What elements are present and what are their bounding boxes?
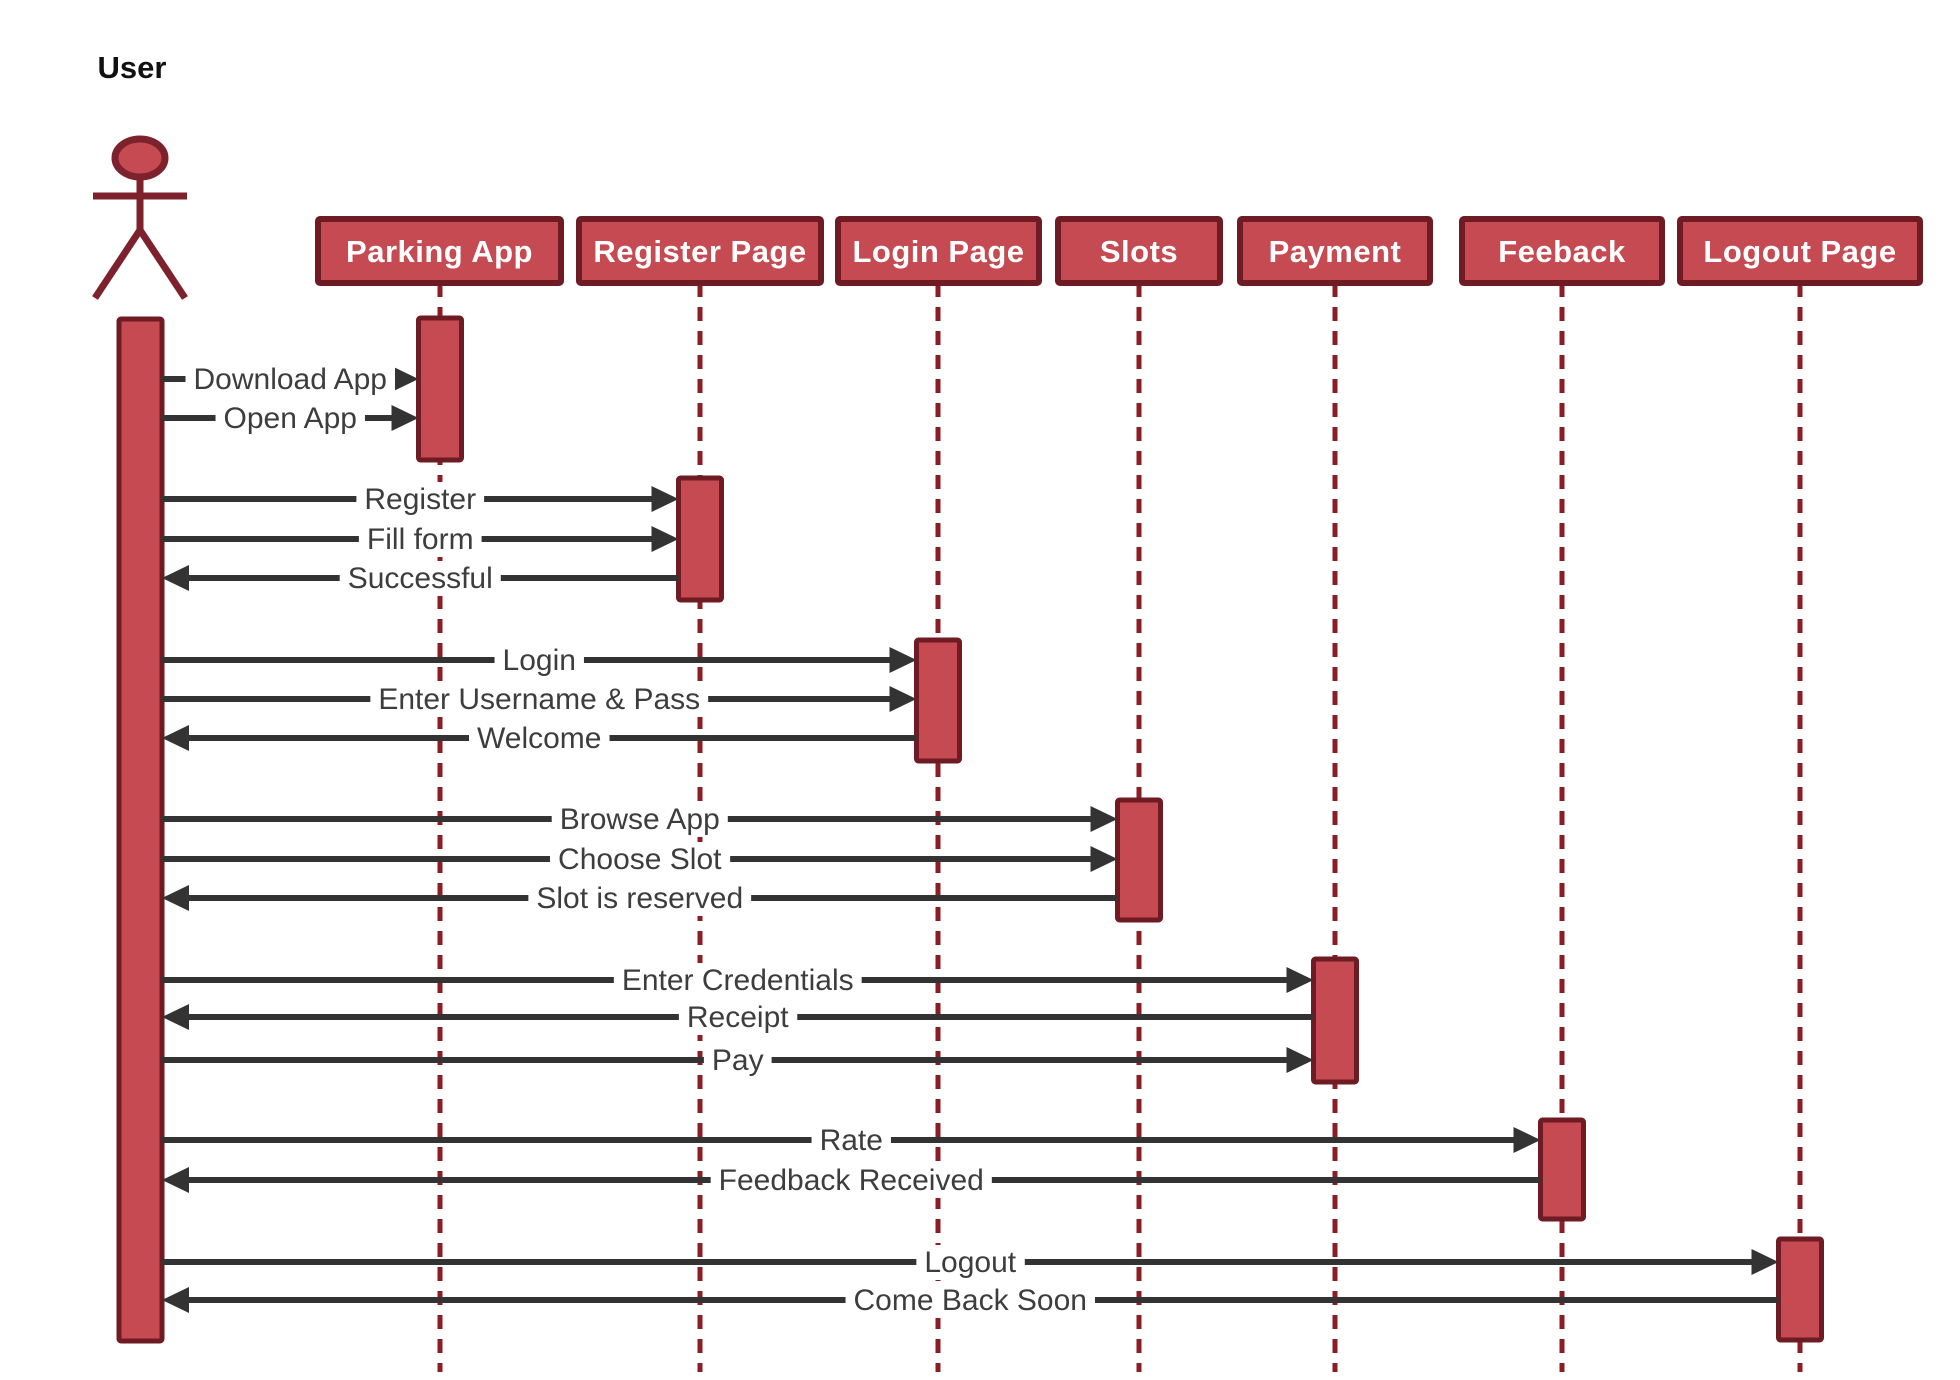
message-label-background	[356, 482, 485, 517]
arrowhead-right-icon	[1513, 1127, 1541, 1153]
arrowhead-right-icon	[1751, 1249, 1779, 1275]
lifelines-layer	[437, 283, 1803, 1372]
message-label: Successful	[348, 562, 493, 595]
lifeline-header-register-page	[576, 216, 824, 286]
message-label: Browse App	[560, 803, 720, 836]
activation-bars-layer	[116, 315, 1824, 1344]
arrowhead-right-icon	[889, 647, 917, 673]
arrowhead-right-icon	[1286, 967, 1314, 993]
message-label: Receipt	[687, 1001, 789, 1034]
activation-bar-slots	[1115, 797, 1163, 923]
message-label: Fill form	[367, 523, 474, 556]
message-label-background	[358, 522, 482, 557]
arrowhead-right-icon	[1090, 846, 1118, 872]
arrowhead-left-icon	[162, 885, 189, 911]
message-label: Enter Credentials	[622, 964, 854, 997]
arrowhead-right-icon	[889, 686, 917, 712]
message-label: Choose Slot	[558, 843, 722, 876]
lifeline-header-parking-app	[315, 216, 564, 286]
arrowhead-left-icon	[162, 1004, 189, 1030]
message-label-background	[550, 842, 731, 877]
lifeline-header-label-payment: Payment	[1269, 234, 1402, 269]
message-label-background	[185, 362, 395, 397]
activation-bar-login-page	[914, 637, 962, 764]
activation-bar-feeback	[1538, 1117, 1586, 1222]
message-label: Enter Username & Pass	[378, 683, 700, 716]
lifeline-header-login-page	[835, 216, 1042, 286]
lifeline-header-payment	[1237, 216, 1433, 286]
message-label-background	[215, 401, 365, 436]
arrowhead-right-icon	[651, 486, 679, 512]
message-label: Download App	[194, 363, 387, 396]
actor-label: User	[98, 50, 167, 85]
message-label-background	[469, 721, 610, 756]
message-label-background	[370, 682, 709, 717]
arrowhead-right-icon	[1286, 1047, 1314, 1073]
lifeline-header-label-register-page: Register Page	[593, 234, 806, 269]
message-label: Rate	[820, 1124, 883, 1157]
arrowhead-right-icon	[391, 405, 419, 431]
arrowhead-left-icon	[162, 725, 189, 751]
message-label-background	[613, 963, 862, 998]
message-label: Register	[364, 483, 476, 516]
lifeline-header-logout-page	[1677, 216, 1923, 286]
message-label-background	[528, 881, 752, 916]
user-activation-bar	[116, 316, 165, 1344]
message-label-background	[678, 1000, 798, 1035]
message-label: Come Back Soon	[854, 1284, 1087, 1317]
lifeline-header-label-logout-page: Logout Page	[1703, 234, 1896, 269]
message-label: Welcome	[477, 722, 601, 755]
message-label: Slot is reserved	[536, 882, 743, 915]
message-label-background	[916, 1245, 1025, 1280]
arrowhead-left-icon	[162, 1287, 189, 1313]
message-label: Feedback Received	[719, 1164, 984, 1197]
actor-head-icon	[111, 135, 169, 181]
lifeline-header-label-parking-app: Parking App	[346, 234, 533, 269]
activation-bar-parking-app	[416, 315, 464, 463]
lifeline-header-feeback	[1459, 216, 1665, 286]
message-label: Login	[503, 644, 576, 677]
activation-bar-logout-page	[1776, 1236, 1824, 1343]
activation-bar-register-page	[676, 475, 724, 603]
lifeline-header-slots	[1055, 216, 1223, 286]
actor-leg-right	[137, 228, 188, 300]
lifeline-header-label-login-page: Login Page	[852, 234, 1024, 269]
message-label-background	[845, 1283, 1095, 1318]
message-label-background	[551, 802, 728, 837]
arrowhead-right-icon	[651, 526, 679, 552]
lifeline-header-label-feeback: Feeback	[1498, 234, 1626, 269]
message-label-background	[703, 1043, 772, 1078]
lifeline-header-label-slots: Slots	[1100, 234, 1178, 269]
actor-layer: User	[92, 50, 188, 300]
actor-leg-left	[92, 228, 143, 300]
message-label: Logout	[924, 1246, 1016, 1279]
message-label-background	[339, 561, 501, 596]
header-boxes-layer: Parking App Register Page Login Page Slots P…	[315, 216, 1923, 286]
message-label: Open App	[224, 402, 357, 435]
message-label: Pay	[712, 1044, 764, 1077]
arrowhead-right-icon	[391, 366, 419, 392]
activation-bar-payment	[1311, 956, 1359, 1085]
message-label-background	[710, 1163, 992, 1198]
arrowhead-left-icon	[162, 1167, 189, 1193]
arrowhead-right-icon	[1090, 806, 1118, 832]
message-label-background	[494, 643, 584, 678]
message-label-background	[811, 1123, 891, 1158]
arrowhead-left-icon	[162, 565, 189, 591]
